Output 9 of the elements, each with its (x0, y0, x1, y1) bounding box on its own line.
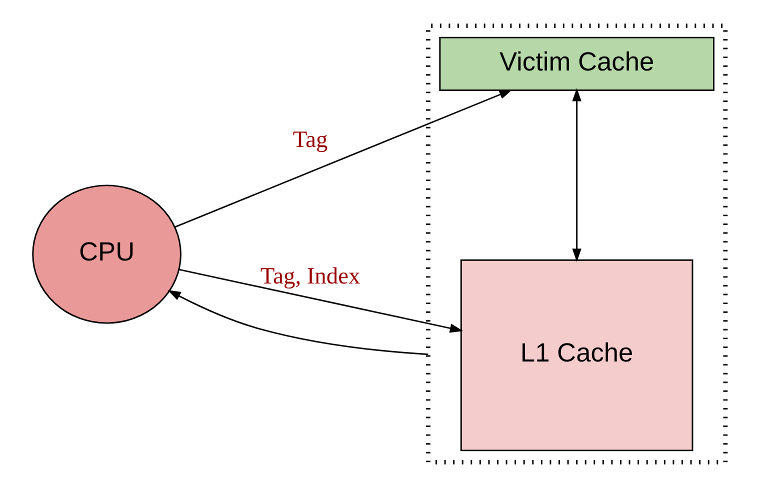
node-box: L1 Cache (460, 259, 694, 452)
cluster (426, 24, 728, 464)
edge-label: Tag, Index (260, 263, 360, 290)
arrow (168, 290, 428, 356)
arrow (174, 90, 512, 228)
arrow (572, 88, 582, 262)
arrow (179, 268, 464, 333)
node-box: Victim Cache (439, 36, 714, 91)
edge-label: Tag (292, 127, 328, 154)
